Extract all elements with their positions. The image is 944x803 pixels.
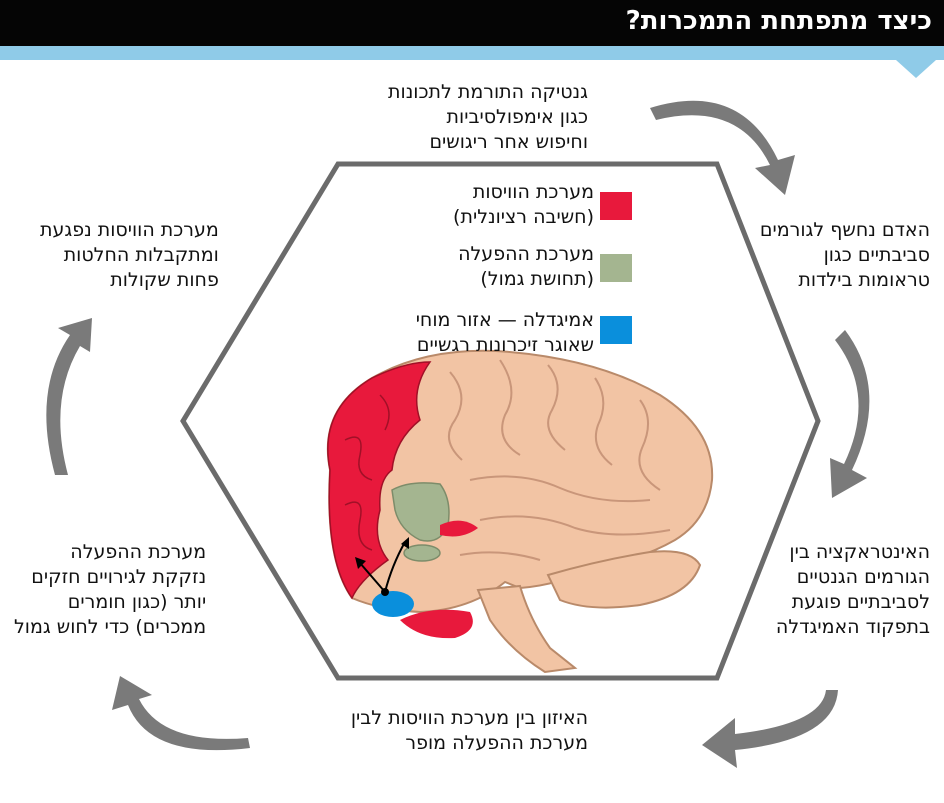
amygdala-region — [372, 591, 414, 617]
cycle-text-regulation: מערכת הוויסות נפגעת ומתקבלות החלטות פחות… — [40, 218, 219, 293]
cycle-text-genetics: גנטיקה התורמת לתכונות כגון אימפולסיביות … — [388, 80, 588, 155]
arrow-left — [46, 318, 92, 475]
cycle-text-balance: האיזון בין מערכת הוויסות לבין מערכת ההפע… — [351, 706, 588, 756]
arrow-bottom-right — [702, 690, 838, 768]
legend-swatch-regulation — [600, 192, 632, 220]
legend-label-activation: מערכת ההפעלה (תחושת גמול) — [458, 242, 594, 292]
legend-swatch-amygdala — [600, 316, 632, 344]
activation-system-nucleus — [404, 545, 440, 561]
legend-label-amygdala: אמיגדלה — אזור מוחי שאוגר זיכרונות רגשיי… — [416, 308, 594, 358]
cycle-text-interaction: האינטראקציה בין הגורמים הגנטיים לסביבתיי… — [776, 540, 930, 640]
temporal-red-region — [400, 610, 473, 638]
legend-label-regulation: מערכת הוויסות (חשיבה רציונלית) — [453, 180, 594, 230]
legend-swatch-activation — [600, 254, 632, 282]
arrow-bottom-left — [112, 676, 250, 750]
cycle-text-exposure: האדם נחשף לגורמים סביבתיים כגון טראומות … — [760, 218, 930, 293]
amygdala-dot — [381, 588, 389, 596]
cycle-text-activation: מערכת ההפעלה נזקקת לגירויים חזקים יותר (… — [14, 540, 206, 640]
stripe-notch — [896, 60, 936, 78]
brain-illustration — [328, 351, 712, 672]
arrow-right — [830, 330, 869, 498]
